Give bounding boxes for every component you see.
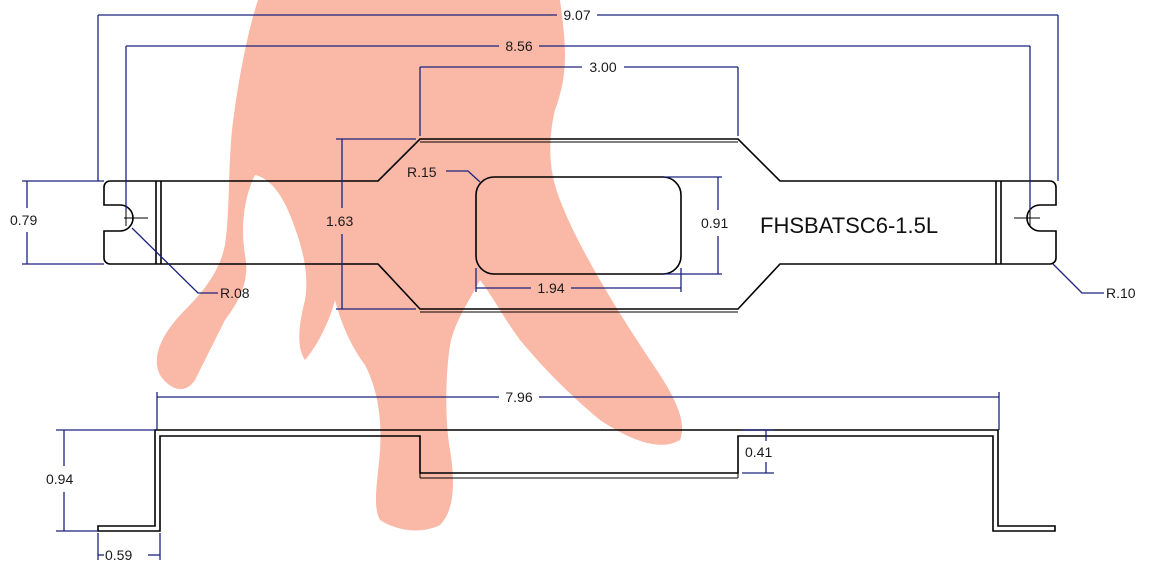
dim-cutout-radius: R.15 [407, 164, 437, 180]
dim-bend-height: 0.94 [46, 471, 73, 487]
dim-center-width: 3.00 [589, 59, 616, 75]
dim-end-height: 0.79 [10, 212, 37, 228]
dim-cutout-height: 0.91 [701, 215, 728, 231]
dim-bent-width: 7.96 [505, 389, 532, 405]
horse-watermark-icon [156, 0, 683, 531]
dim-slot-radius: R.08 [220, 285, 250, 301]
dim-flange-length: 0.59 [105, 547, 132, 562]
dim-hole-spacing: 8.56 [505, 38, 532, 54]
top-view-outline [103, 138, 1057, 310]
dim-cutout-width: 1.94 [537, 280, 564, 296]
dim-center-height: 1.63 [326, 213, 353, 229]
dim-recess-depth: 0.41 [745, 444, 772, 460]
top-view [103, 138, 1057, 313]
dim-corner-radius: R.10 [1106, 285, 1136, 301]
part-number-label: FHSBATSC6-1.5L [760, 213, 938, 238]
dim-overall-width: 9.07 [563, 7, 590, 23]
side-view-outline [97, 429, 1056, 532]
center-cutout [475, 176, 682, 275]
side-view-dimensions [56, 392, 1000, 560]
side-view [97, 429, 1056, 532]
dimension-lines [22, 14, 1104, 310]
